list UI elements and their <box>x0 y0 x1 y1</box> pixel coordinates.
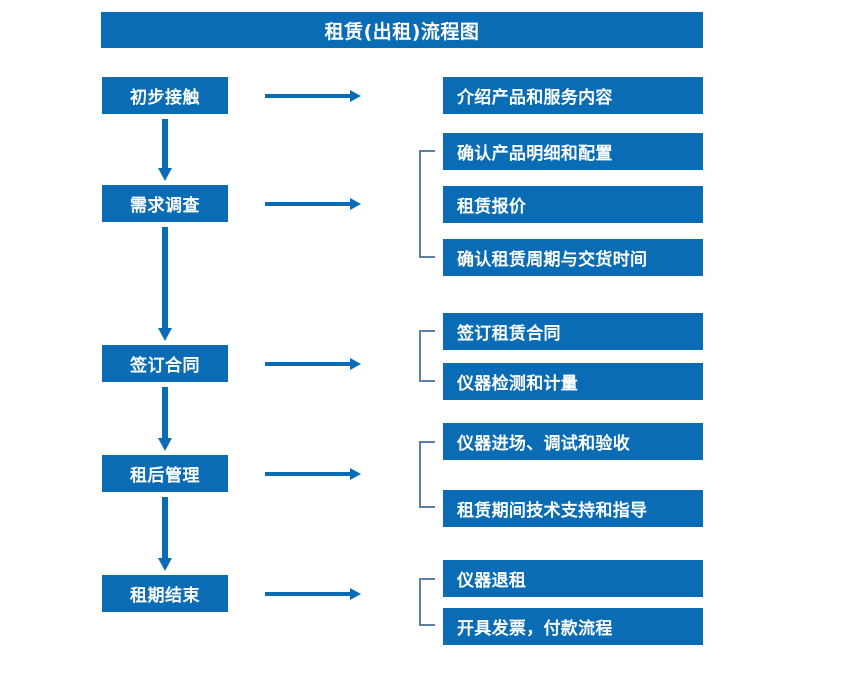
detail-box-1-1[interactable]: 介绍产品和服务内容 <box>443 77 703 114</box>
detail-box-3-1[interactable]: 签订租赁合同 <box>443 313 703 350</box>
detail-box-label: 确认租赁周期与交货时间 <box>457 250 648 270</box>
down-arrow-icon <box>158 497 172 571</box>
detail-box-2-3[interactable]: 确认租赁周期与交货时间 <box>443 239 703 276</box>
right-arrow-icon <box>265 357 361 370</box>
down-arrow-icon <box>158 119 172 181</box>
detail-box-4-1[interactable]: 仪器进场、调试和验收 <box>443 423 703 460</box>
group-bracket-icon <box>419 330 435 382</box>
stage-box-label: 租后管理 <box>130 466 200 486</box>
detail-box-5-1[interactable]: 仪器退租 <box>443 560 703 597</box>
detail-box-2-1[interactable]: 确认产品明细和配置 <box>443 133 703 170</box>
stage-box-3[interactable]: 签订合同 <box>102 345 228 382</box>
detail-box-label: 确认产品明细和配置 <box>457 144 613 164</box>
detail-box-label: 签订租赁合同 <box>457 324 561 344</box>
down-arrow-icon <box>158 227 172 341</box>
detail-box-label: 仪器退租 <box>457 571 527 591</box>
detail-box-label: 介绍产品和服务内容 <box>457 88 613 108</box>
right-arrow-icon <box>265 587 361 600</box>
right-arrow-icon <box>265 197 361 210</box>
group-bracket-icon <box>419 578 435 626</box>
diagram-title: 租赁(出租)流程图 <box>101 12 703 48</box>
detail-box-label: 仪器进场、调试和验收 <box>457 434 630 454</box>
stage-box-5[interactable]: 租期结束 <box>102 575 228 612</box>
stage-box-4[interactable]: 租后管理 <box>102 455 228 492</box>
detail-box-label: 仪器检测和计量 <box>457 374 579 394</box>
stage-box-label: 初步接触 <box>130 88 200 108</box>
detail-box-3-2[interactable]: 仪器检测和计量 <box>443 363 703 400</box>
right-arrow-icon <box>265 89 361 102</box>
detail-box-5-2[interactable]: 开具发票，付款流程 <box>443 608 703 645</box>
down-arrow-icon <box>158 387 172 451</box>
detail-box-2-2[interactable]: 租赁报价 <box>443 186 703 223</box>
stage-box-label: 租期结束 <box>130 586 200 606</box>
stage-box-1[interactable]: 初步接触 <box>102 77 228 114</box>
group-bracket-icon <box>419 441 435 508</box>
right-arrow-icon <box>265 467 361 480</box>
detail-box-label: 租赁报价 <box>457 197 527 217</box>
detail-box-4-2[interactable]: 租赁期间技术支持和指导 <box>443 490 703 527</box>
stage-box-2[interactable]: 需求调查 <box>102 185 228 222</box>
stage-box-label: 需求调查 <box>130 196 200 216</box>
detail-box-label: 开具发票，付款流程 <box>457 619 613 639</box>
detail-box-label: 租赁期间技术支持和指导 <box>457 501 648 521</box>
stage-box-label: 签订合同 <box>130 356 200 376</box>
group-bracket-icon <box>419 150 435 258</box>
